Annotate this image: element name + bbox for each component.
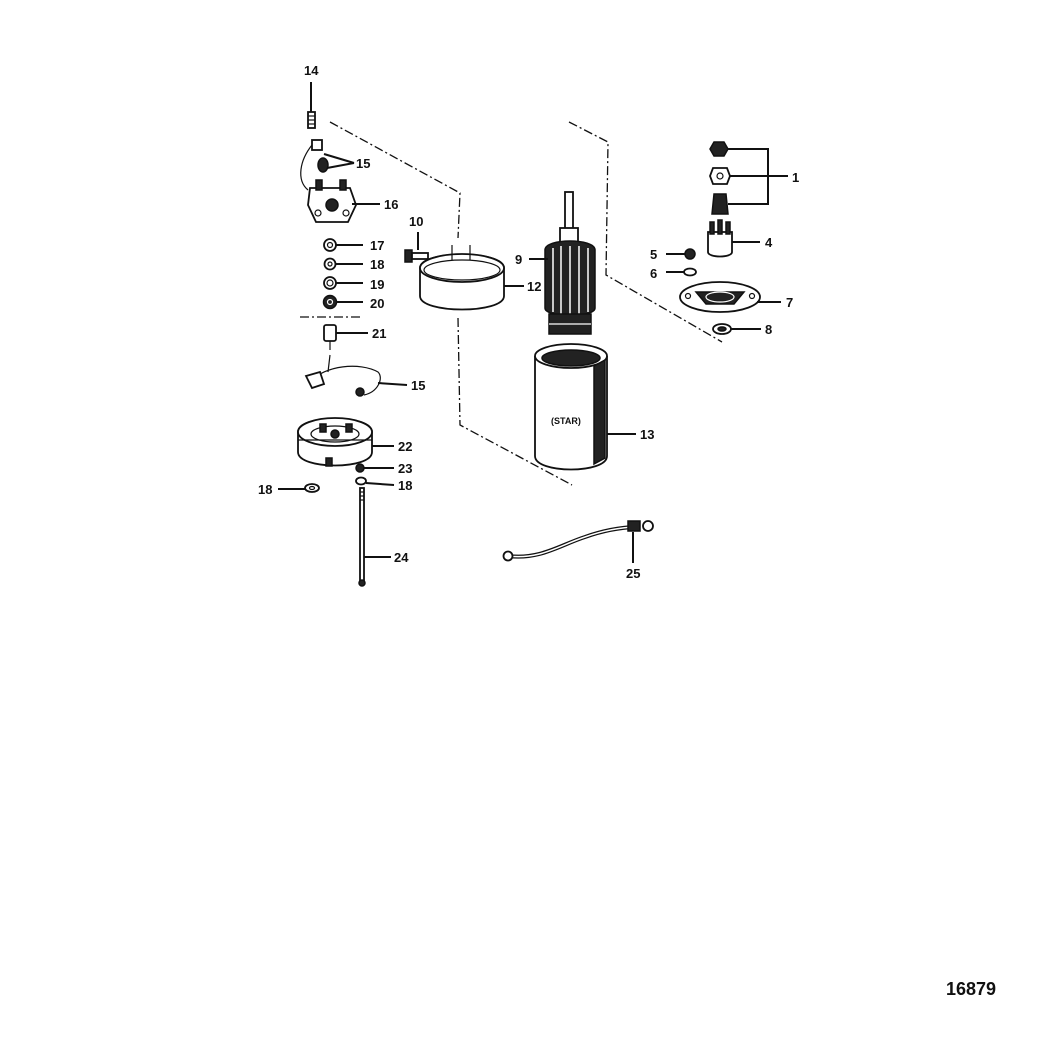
callout-7: 7 [786,295,793,310]
part-14-screw [307,111,316,129]
callout-18-left: 18 [258,482,272,497]
callout-13: 13 [640,427,654,442]
part-25-cable [502,520,654,562]
callout-18-top: 18 [370,257,384,272]
callout-14: 14 [304,63,319,78]
part-1-hardware [709,141,731,215]
callout-labels: 14 15 16 10 17 18 19 20 21 15 22 23 18 1… [258,63,799,581]
part-15-clip-top [300,139,329,191]
callout-4: 4 [765,235,773,250]
callout-20: 20 [370,296,384,311]
part-18-washer-right [355,476,367,486]
callout-16: 16 [384,197,398,212]
callout-17: 17 [370,238,384,253]
part-15-wire-clip [304,354,381,397]
figure-number: 16879 [946,979,996,999]
part-19-washer [323,276,337,290]
part-21-terminal [323,324,337,350]
part-20-nut [322,294,338,310]
callout-1: 1 [792,170,799,185]
alignment-lines [300,121,723,486]
part-22-end-frame [297,417,373,467]
callout-8: 8 [765,322,772,337]
callout-5: 5 [650,247,657,262]
part-16-brush-holder [307,179,357,223]
callout-23: 23 [398,461,412,476]
callout-10: 10 [409,214,423,229]
callout-15-bottom: 15 [411,378,425,393]
part-5-nut [684,248,696,260]
part-13-stator-frame [534,343,608,471]
part-17-nut [323,238,337,252]
part-7-end-plate [679,281,761,313]
callout-15-top: 15 [356,156,370,171]
callout-24: 24 [394,550,409,565]
stator-stamp-text: (STAR) [551,416,581,426]
callout-19: 19 [370,277,384,292]
part-23-nut [355,463,365,473]
part-9-armature [544,191,596,335]
callout-12: 12 [527,279,541,294]
callout-6: 6 [650,266,657,281]
part-8-washer [712,323,732,335]
callout-22: 22 [398,439,412,454]
leader-lines [278,82,788,563]
part-18-washer [323,257,337,271]
callout-18-right: 18 [398,478,412,493]
part-18-washer-left [304,483,320,493]
part-10-screw [404,249,429,263]
part-6-washer [683,267,697,277]
part-12-band [419,245,505,311]
part-24-through-bolt [358,487,366,587]
callout-25: 25 [626,566,640,581]
part-4-drive-pinion [707,219,733,258]
callout-21: 21 [372,326,386,341]
callout-9: 9 [515,252,522,267]
